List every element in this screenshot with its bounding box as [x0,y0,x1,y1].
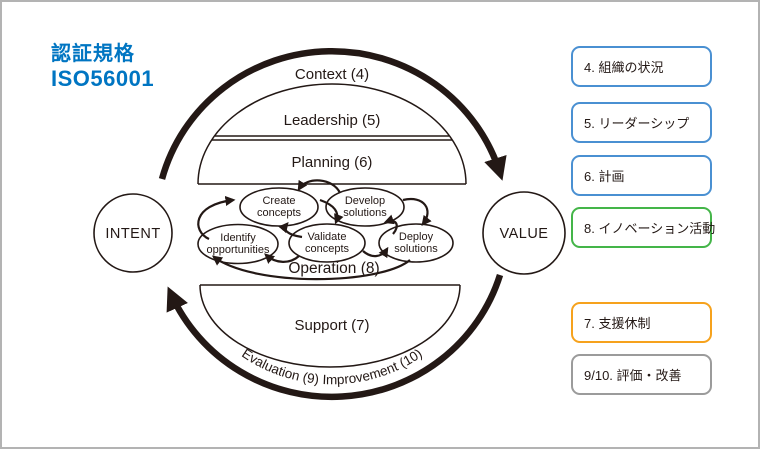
deploy-solutions-line1: Deploy [399,231,434,243]
legend-clause-7-label: 7. 支援休制 [584,316,651,331]
arrow-validate-to-create [278,222,303,239]
legend-clause-4-context: 4. 組織の状況 [571,46,712,87]
top-cycle-arrow [158,47,507,181]
operation-process-cluster: Identify opportunities Create concepts V… [197,179,454,281]
arrow-identify-to-create [197,195,236,240]
value-label: VALUE [500,226,549,242]
arrow-validate-to-identify [264,253,300,264]
bottom-cycle-arrow [166,274,504,401]
legend-clause-6-label: 6. 計画 [584,169,625,184]
leadership-label: Leadership (5) [284,112,381,129]
validate-concepts-line2: concepts [305,243,350,255]
develop-solutions-line1: Develop [345,195,385,207]
develop-solutions-line2: solutions [343,207,387,219]
value-circle [482,191,566,275]
deploy-solutions-oval [378,223,454,263]
arrow-deploy-to-identify [211,255,411,281]
page-title: 認証規格 ISO56001 [51,43,154,91]
legend-clause-7-support: 7. 支援休制 [571,302,712,343]
identify-opportunities-line1: Identify [220,232,256,244]
arrow-validate-to-deploy [362,246,389,259]
intent-circle [93,193,173,273]
dome-outline [197,83,467,185]
planning-label: Planning (6) [292,154,373,171]
arrow-develop-to-deploy [402,197,432,226]
support-label: Support (7) [294,317,369,334]
legend-clause-9-10-label: 9/10. 評価・改善 [584,368,682,383]
create-concepts-line2: concepts [257,207,302,219]
arrow-develop-to-create [297,179,341,194]
legend-clause-5-leadership: 5. リーダーシップ [571,102,712,143]
intent-label: INTENT [105,226,160,242]
legend-clause-8-label: 8. イノベーション活動 [584,221,716,236]
context-label: Context (4) [295,66,369,83]
legend-clause-8-innovation: 8. イノベーション活動 [571,207,716,248]
validate-concepts-oval [288,223,366,263]
legend-clause-9-10-evaluation: 9/10. 評価・改善 [571,354,712,395]
certification-standard-label: 認証規格 [51,43,135,65]
validate-concepts-line1: Validate [308,231,347,243]
identify-opportunities-oval [197,223,279,265]
support-bowl-outline [199,284,461,368]
outer-cycle: INTENT VALUE [93,47,566,401]
support-bowl: Support (7) [199,284,461,368]
arrow-create-to-validate [319,198,344,225]
create-concepts-line1: Create [262,195,295,207]
arrow-deploy-to-develop [383,214,398,235]
identify-opportunities-line2: opportunities [207,244,270,256]
leadership-planning-dome: Leadership (5) Planning (6) [197,83,467,185]
legend-clause-6-planning: 6. 計画 [571,155,712,196]
iso-number-label: ISO56001 [51,66,155,91]
operation-label: Operation (8) [288,260,379,277]
legend-clause-5-label: 5. リーダーシップ [584,116,690,131]
legend-clause-4-label: 4. 組織の状況 [584,60,664,75]
deploy-solutions-line2: solutions [394,243,438,255]
